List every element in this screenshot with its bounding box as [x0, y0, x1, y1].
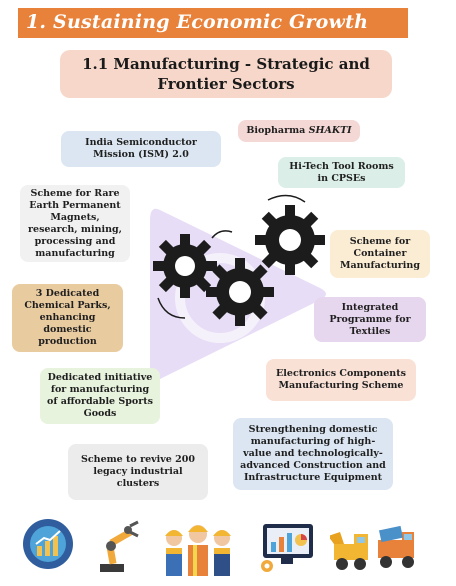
card-textiles-text: Integrated Programme for Textiles: [329, 301, 411, 337]
subsection-title-line2: Frontier Sectors: [157, 75, 295, 93]
card-sports-text: Dedicated initiative for manufacturing o…: [46, 372, 153, 419]
biopharma-prefix: Biopharma: [246, 125, 309, 136]
card-construction-text: Strengthening domestic manufacturing of …: [240, 424, 386, 483]
card-rare-earth-magnets: Scheme for Rare Earth Permanent Magnets,…: [20, 185, 130, 262]
biopharma-shakti-italic: SHAKTI: [308, 125, 352, 136]
card-textiles-programme: Integrated Programme for Textiles: [314, 297, 426, 342]
card-chemical-parks: 3 Dedicated Chemical Parks, enhancing do…: [12, 284, 123, 352]
card-electronics-text: Electronics Components Manufacturing Sch…: [276, 368, 406, 391]
analytics-dashboard-icon: [255, 518, 319, 574]
workers-icon: [160, 518, 236, 578]
card-tool-rooms: Hi-Tech Tool Rooms in CPSEs: [278, 157, 405, 188]
growth-chart-icon: [22, 518, 74, 570]
section-header: 1. Sustaining Economic Growth: [18, 8, 408, 38]
card-chemical-parks-text: 3 Dedicated Chemical Parks, enhancing do…: [24, 288, 111, 347]
card-biopharma-text: Biopharma SHAKTI: [246, 125, 351, 137]
construction-vehicles-icon: [330, 518, 422, 574]
subsection-title-line1: 1.1 Manufacturing - Strategic and: [82, 55, 370, 73]
card-sports-goods: Dedicated initiative for manufacturing o…: [40, 368, 160, 424]
card-container-text: Scheme for Container Manufacturing: [340, 236, 420, 271]
card-semiconductor-mission: India Semiconductor Mission (ISM) 2.0: [61, 131, 221, 167]
subsection-title: 1.1 Manufacturing - Strategic and Fronti…: [60, 50, 392, 98]
card-tool-rooms-text: Hi-Tech Tool Rooms in CPSEs: [289, 160, 394, 184]
card-legacy-clusters: Scheme to revive 200 legacy industrial c…: [68, 444, 208, 500]
gears-illustration: [153, 194, 325, 326]
card-legacy-clusters-text: Scheme to revive 200 legacy industrial c…: [81, 454, 195, 489]
card-semiconductor-mission-text: India Semiconductor Mission (ISM) 2.0: [85, 137, 197, 160]
card-biopharma-shakti: Biopharma SHAKTI: [238, 120, 360, 142]
card-rare-earth-text: Scheme for Rare Earth Permanent Magnets,…: [28, 187, 122, 259]
section-title: 1. Sustaining Economic Growth: [26, 11, 369, 33]
card-container-manufacturing: Scheme for Container Manufacturing: [330, 230, 430, 278]
card-construction-equipment: Strengthening domestic manufacturing of …: [233, 418, 393, 490]
card-electronics-components: Electronics Components Manufacturing Sch…: [266, 359, 416, 401]
robotic-arm-icon: [92, 518, 144, 574]
